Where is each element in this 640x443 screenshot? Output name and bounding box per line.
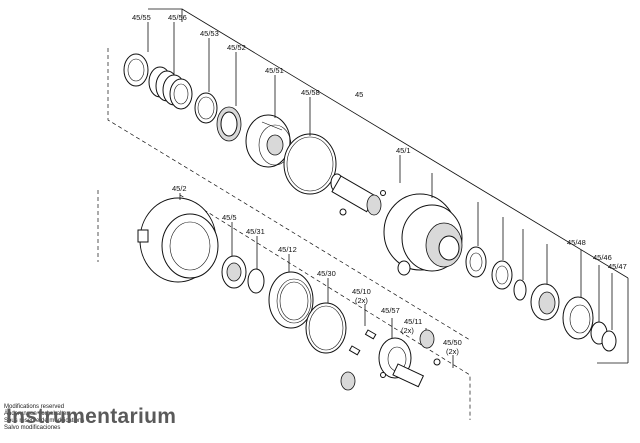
dashed-upper-group xyxy=(107,48,471,341)
label-45-50: 45/50 xyxy=(443,338,462,347)
label-45-10-qty: (2x) xyxy=(355,296,368,305)
bearing-group-right xyxy=(465,246,617,352)
brand-watermark: Instrumentarium xyxy=(6,405,177,428)
label-45-10: 45/10 xyxy=(352,287,371,296)
label-45: 45 xyxy=(355,90,363,99)
gear-housing-45-1 xyxy=(383,193,463,276)
footer-line-2: Änderungen vorbehalten xyxy=(4,411,70,417)
label-45-12: 45/12 xyxy=(278,245,297,254)
label-45-58: 45/58 xyxy=(301,88,320,97)
bearing-45-52 xyxy=(216,106,242,142)
spring-45-56 xyxy=(148,66,193,110)
label-45-52: 45/52 xyxy=(227,43,246,52)
bracket-diagonal-top xyxy=(181,8,629,279)
label-45-5: 45/5 xyxy=(222,213,237,222)
label-45-31: 45/31 xyxy=(246,227,265,236)
planet-gears-45-11 xyxy=(340,329,435,391)
cam-ring-45-51 xyxy=(245,114,292,168)
parts-45-50 xyxy=(380,358,441,378)
label-45-53: 45/53 xyxy=(200,29,219,38)
footer-line-1: Modifications reserved xyxy=(4,404,65,410)
ring-gear-45-12 xyxy=(268,271,314,329)
oring-45-58 xyxy=(283,133,337,195)
spindle xyxy=(330,173,386,216)
label-45-46: 45/46 xyxy=(593,253,612,262)
label-45-50-qty: (2x) xyxy=(446,347,459,356)
footer-line-4: Salvo modificaciones xyxy=(4,425,61,431)
label-45-57: 45/57 xyxy=(381,306,400,315)
label-45-11: 45/11 xyxy=(404,317,422,326)
pins-45-10 xyxy=(348,329,377,356)
label-45-47: 45/47 xyxy=(608,262,627,271)
dashed-lower-group xyxy=(179,194,471,420)
label-45-1: 45/1 xyxy=(396,146,411,155)
planet-carrier-45-57 xyxy=(378,337,425,388)
ring-45-55 xyxy=(123,53,149,87)
label-45-30: 45/30 xyxy=(317,269,336,278)
housing-45-2 xyxy=(137,197,219,283)
ring-45-31 xyxy=(247,268,265,294)
leader-lines xyxy=(147,22,613,368)
label-45-55: 45/55 xyxy=(132,13,151,22)
label-45-56: 45/56 xyxy=(168,13,187,22)
label-45-11-qty: (2x) xyxy=(401,326,414,335)
footer-line-3: Sous réserve de modifications xyxy=(4,418,85,424)
label-45-51: 45/51 xyxy=(265,66,284,75)
label-45-2: 45/2 xyxy=(172,184,187,193)
oring-45-30 xyxy=(305,302,347,354)
label-45-48: 45/48 xyxy=(567,238,586,247)
